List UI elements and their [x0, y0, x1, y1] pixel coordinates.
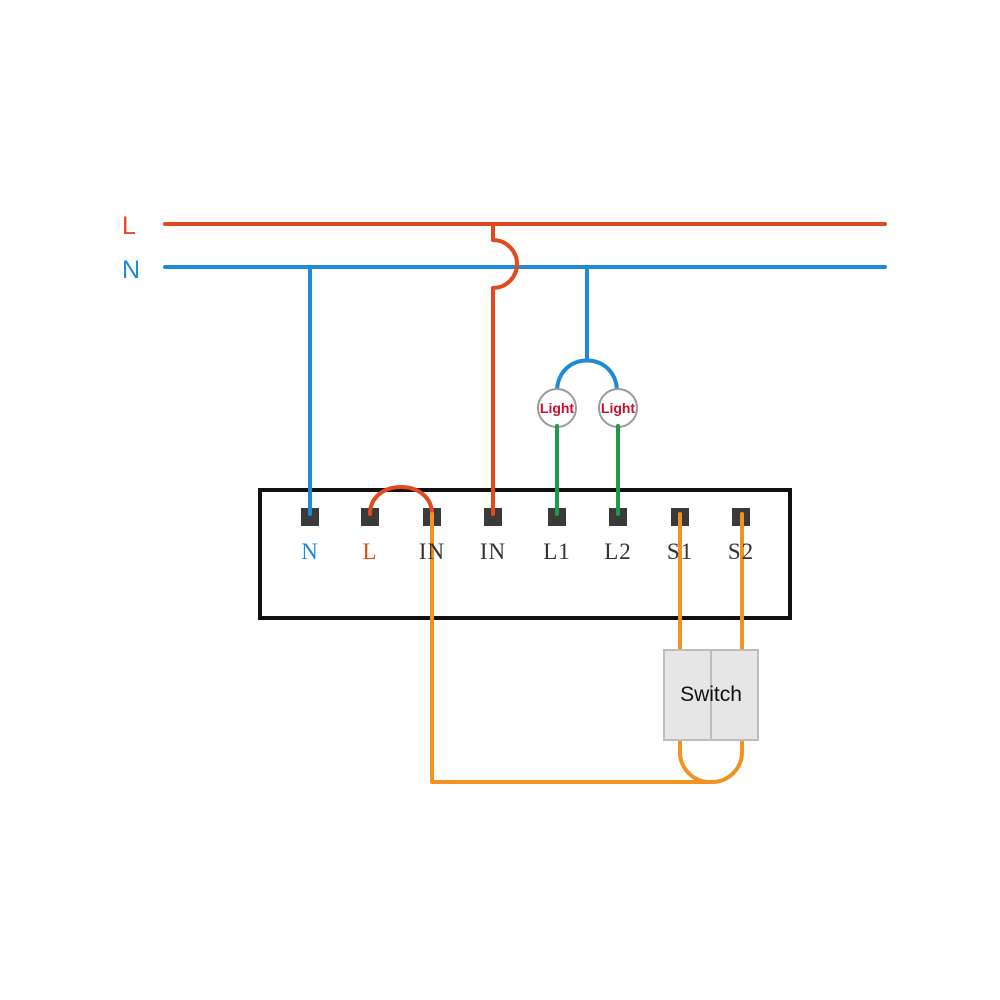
terminal-2-screw — [361, 508, 379, 526]
terminal-5-label: L1 — [543, 539, 571, 564]
light-2: Light — [598, 388, 638, 428]
terminal-4-screw — [484, 508, 502, 526]
light-1-label: Light — [540, 400, 575, 416]
switch-label: Switch — [680, 683, 742, 706]
module-box — [258, 488, 792, 620]
terminal-4-label: IN — [480, 539, 506, 564]
neutral-bus-label: N — [122, 256, 140, 284]
terminal-6-screw — [609, 508, 627, 526]
terminal-7-label: S1 — [667, 539, 693, 564]
neutral-lamp-split-wire — [555, 358, 619, 394]
terminal-1-screw — [301, 508, 319, 526]
terminal-6-label: L2 — [604, 539, 632, 564]
live-drop-wire — [491, 222, 519, 516]
terminal-2-label: L — [362, 539, 377, 564]
terminal-1-label: N — [301, 539, 319, 564]
terminal-5-screw — [548, 508, 566, 526]
terminal-3-label: IN — [419, 539, 445, 564]
light-1: Light — [537, 388, 577, 428]
terminal-8-label: S2 — [728, 539, 754, 564]
live-jumper-wire — [368, 485, 434, 516]
live-bus-label: L — [122, 212, 136, 240]
light-2-label: Light — [601, 400, 636, 416]
switch-loop-wire — [430, 512, 744, 784]
